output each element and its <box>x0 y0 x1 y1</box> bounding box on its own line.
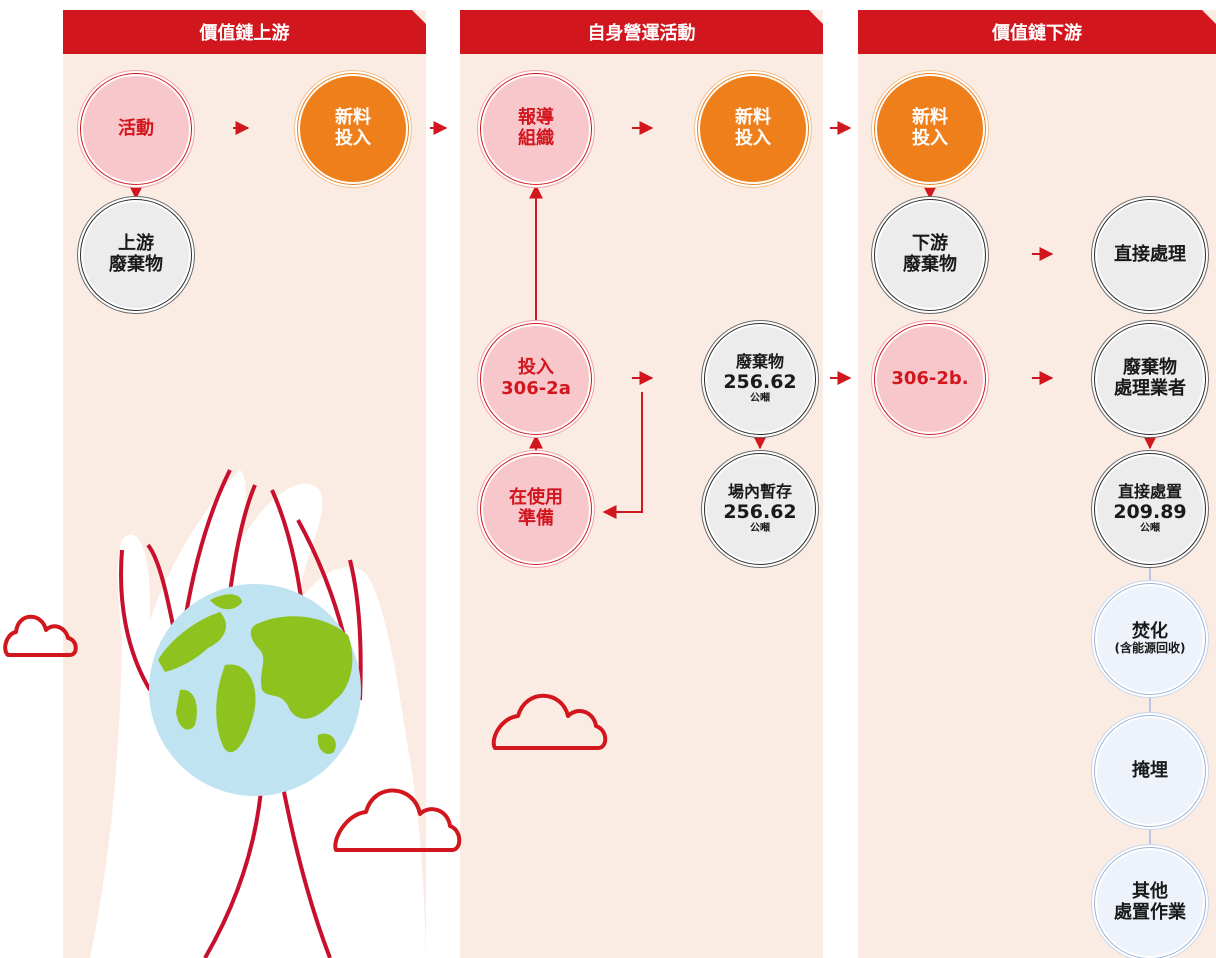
node-label-line1: 新料 <box>912 107 948 129</box>
node-label: 掩埋 <box>1132 759 1168 781</box>
node-upstream-waste: 上游 廢棄物 <box>83 202 189 308</box>
node-label: 廢棄物 <box>735 352 784 372</box>
node-label-line1: 新料 <box>335 107 371 129</box>
node-label-line1: 報導 <box>518 107 554 129</box>
node-onsite-storage: 場內暫存 256.62 公噸 <box>707 456 813 562</box>
node-upstream-material-input: 新料 投入 <box>300 76 406 182</box>
node-label-line1: 其他 <box>1132 881 1168 903</box>
cloud-icon <box>491 693 608 750</box>
node-downstream-material-input: 新料 投入 <box>877 76 983 182</box>
node-label-line1: 新料 <box>735 107 771 129</box>
node-ops-waste: 廢棄物 256.62 公噸 <box>707 326 813 432</box>
node-label-line2: 準備 <box>518 508 554 529</box>
node-label-line2: 組織 <box>518 128 554 149</box>
node-waste-handler: 廢棄物 處理業者 <box>1097 326 1203 432</box>
node-code: 306-2b. <box>891 367 969 389</box>
cloud-icon <box>333 788 462 852</box>
node-label-line2: 投入 <box>912 128 948 149</box>
node-prepare-for-use: 在使用 準備 <box>483 456 589 562</box>
node-unit: 公噸 <box>750 523 770 535</box>
node-unit: 公噸 <box>750 393 770 405</box>
node-value: 256.62 <box>723 500 797 523</box>
panel-header-downstream: 價值鏈下游 <box>858 10 1216 54</box>
node-label-line2: 投入 <box>735 128 771 149</box>
node-direct-disposal: 直接處置 209.89 公噸 <box>1097 456 1203 562</box>
node-direct-treatment: 直接處理 <box>1097 202 1203 308</box>
node-activity: 活動 <box>83 76 189 182</box>
node-label: 場內暫存 <box>727 482 792 502</box>
node-incineration: 焚化 (含能源回收) <box>1097 586 1203 692</box>
node-ops-material-input: 新料 投入 <box>700 76 806 182</box>
node-306-2b: 306-2b. <box>877 326 983 432</box>
node-label-line1: 廢棄物 <box>1123 357 1177 379</box>
node-label-line2: 廢棄物 <box>903 254 957 275</box>
earth-illustration <box>149 584 361 796</box>
node-unit: 公噸 <box>1140 523 1160 535</box>
node-label-line1: 投入 <box>518 357 554 379</box>
node-label-line2: 廢棄物 <box>109 254 163 275</box>
node-input-306-2a: 投入 306-2a <box>483 326 589 432</box>
node-activity-label: 活動 <box>118 117 154 139</box>
node-label-line1: 在使用 <box>509 487 563 509</box>
node-label-line2: 處置作業 <box>1114 902 1186 923</box>
node-label: 直接處理 <box>1114 243 1186 265</box>
cloud-icon <box>3 614 78 657</box>
node-landfill: 掩埋 <box>1097 718 1203 824</box>
node-value: 209.89 <box>1113 500 1187 523</box>
node-label-line2: (含能源回收) <box>1114 641 1186 656</box>
node-value: 256.62 <box>723 370 797 393</box>
node-reporting-organization: 報導 組織 <box>483 76 589 182</box>
node-label-line2: 處理業者 <box>1114 378 1186 399</box>
node-code: 306-2a <box>501 378 571 399</box>
panel-header-upstream: 價值鏈上游 <box>63 10 426 54</box>
node-label: 直接處置 <box>1117 482 1182 502</box>
node-downstream-waste: 下游 廢棄物 <box>877 202 983 308</box>
node-label-line1: 焚化 <box>1132 620 1168 642</box>
node-label-line2: 投入 <box>335 128 371 149</box>
node-other-disposal: 其他 處置作業 <box>1097 850 1203 956</box>
node-label-line1: 上游 <box>118 233 154 255</box>
panel-header-operations: 自身營運活動 <box>460 10 823 54</box>
node-label-line1: 下游 <box>912 233 948 255</box>
